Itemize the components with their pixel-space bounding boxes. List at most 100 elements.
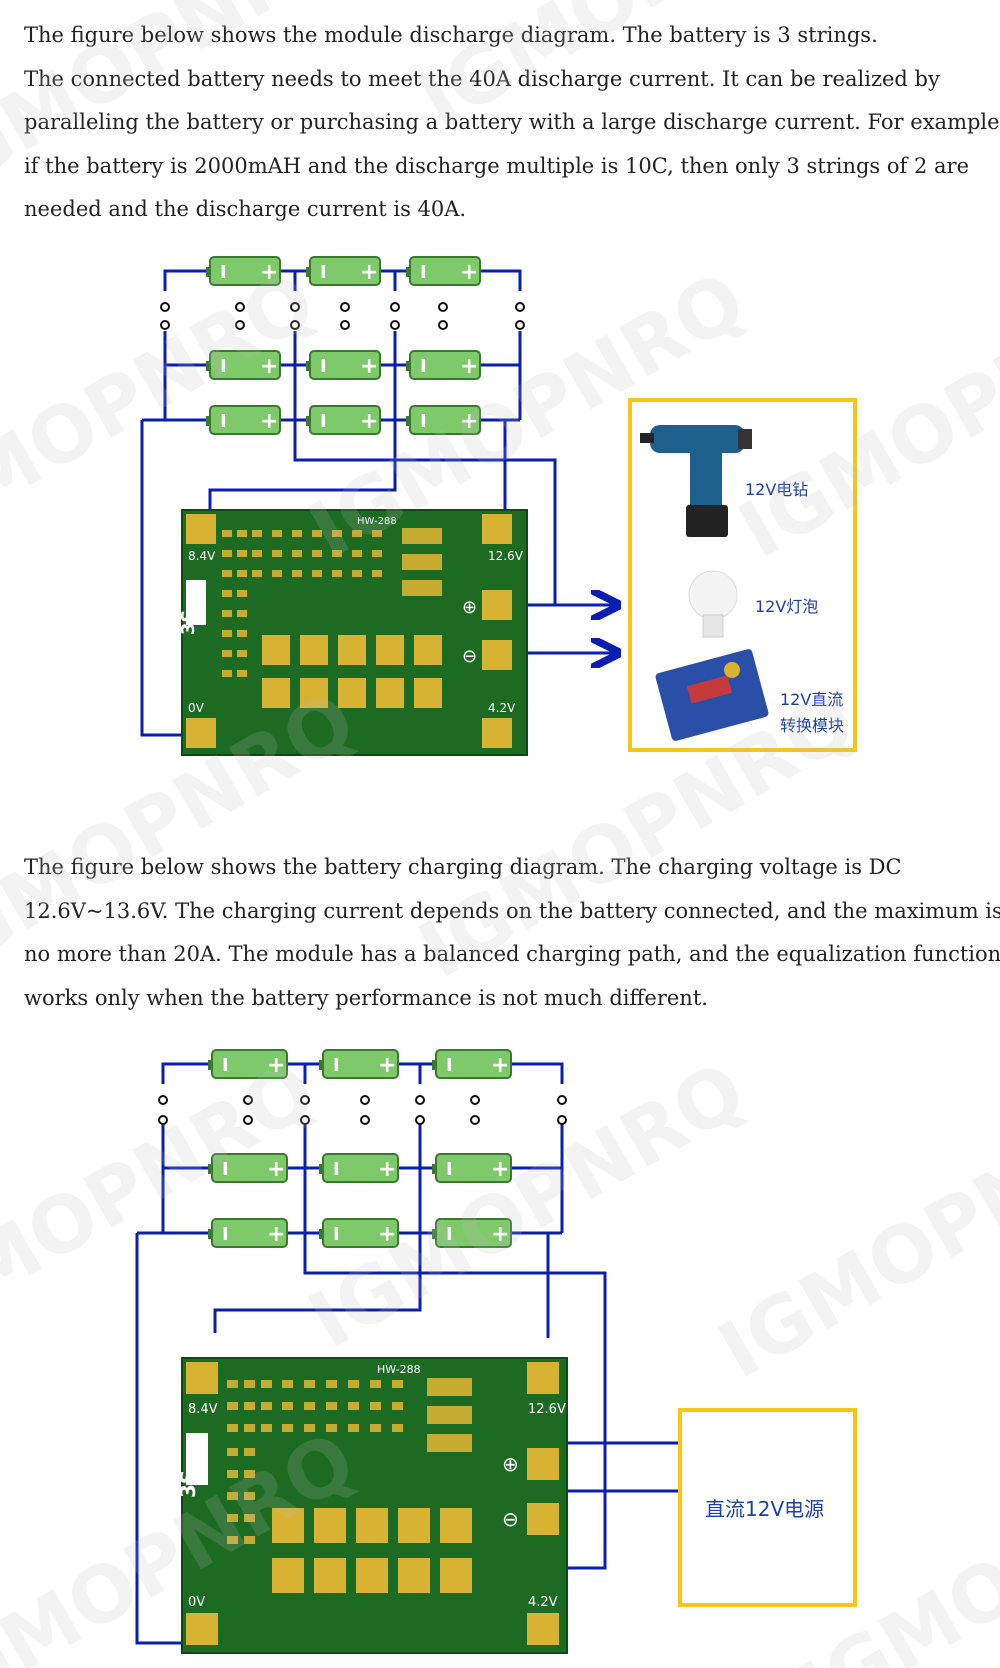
battery-minus-label: I xyxy=(333,1224,340,1245)
battery-minus-label: I xyxy=(420,356,427,377)
battery-minus-label: I xyxy=(320,411,327,432)
charge-line-4: works only when the battery performance … xyxy=(24,985,708,1010)
battery-cell: I+ xyxy=(208,1218,288,1248)
load-bulb-label: 12V灯泡 xyxy=(755,597,818,616)
board-0v-label: 0V xyxy=(188,701,205,715)
discharge-description: The figure below shows the module discha… xyxy=(24,14,1000,232)
battery-cell: I+ xyxy=(306,350,381,380)
charge-line-2: 12.6V~13.6V. The charging current depend… xyxy=(24,898,1000,923)
load-box: 12V电钻 12V灯泡 12V直流 转换模块 xyxy=(628,398,857,752)
load-converter-label-2: 转换模块 xyxy=(780,716,844,735)
battery-cell: I+ xyxy=(432,1153,512,1183)
battery-minus-label: I xyxy=(222,1055,229,1076)
battery-plus-label: + xyxy=(360,409,378,434)
battery-minus-label: I xyxy=(320,262,327,283)
charging-batteries: I+ I+ I+ I+ I+ I+ I+ I+ I+ xyxy=(208,1049,512,1248)
board-minus-symbol: ⊖ xyxy=(502,1507,519,1531)
discharge-line-5: needed and the discharge current is 40A. xyxy=(24,197,467,221)
discharge-diagram: I+ I+ I+ I+ I+ I+ I+ I+ I+ 3S HW-288 8 xyxy=(140,256,857,756)
battery-minus-label: I xyxy=(420,411,427,432)
battery-cell: I+ xyxy=(206,405,281,435)
battery-minus-label: I xyxy=(220,411,227,432)
battery-plus-label: + xyxy=(378,1053,396,1078)
discharge-wires xyxy=(140,269,615,737)
battery-cell: I+ xyxy=(432,1218,512,1248)
battery-cell: I+ xyxy=(406,350,481,380)
battery-plus-label: + xyxy=(260,354,278,379)
board-3s-label: 3S xyxy=(178,610,199,636)
power-supply-box: 直流12V电源 xyxy=(678,1408,857,1607)
board-84v-label: 8.4V xyxy=(188,1402,218,1417)
bulb-icon xyxy=(688,570,738,638)
battery-cell: I+ xyxy=(208,1049,288,1079)
discharge-batteries: I+ I+ I+ I+ I+ I+ I+ I+ I+ xyxy=(206,256,481,435)
battery-plus-label: + xyxy=(360,260,378,285)
board-126v-label: 12.6V xyxy=(488,549,524,563)
battery-plus-label: + xyxy=(491,1053,509,1078)
board-plus-symbol: ⊕ xyxy=(462,597,477,618)
battery-cell: I+ xyxy=(319,1049,399,1079)
board-plus-symbol: ⊕ xyxy=(502,1452,519,1476)
bms-board: 3S HW-288 8.4V 12.6V 0V 4.2V ⊕ ⊖ xyxy=(178,509,528,756)
battery-cell: I+ xyxy=(206,256,281,286)
battery-plus-label: + xyxy=(267,1053,285,1078)
board-126v-label: 12.6V xyxy=(528,1402,566,1417)
battery-cell: I+ xyxy=(206,350,281,380)
charge-line-3: no more than 20A. The module has a balan… xyxy=(24,942,1000,966)
board-model-label: HW-288 xyxy=(377,1363,421,1376)
battery-cell: I+ xyxy=(319,1153,399,1183)
battery-plus-label: + xyxy=(460,260,478,285)
board-42v-label: 4.2V xyxy=(528,1595,558,1610)
charging-terminal-dots xyxy=(158,1095,567,1125)
charging-diagram: I+ I+ I+ I+ I+ I+ I+ I+ I+ 3S HW-288 8.4… xyxy=(135,1049,857,1654)
bms-board: 3S HW-288 8.4V 12.6V 0V 4.2V ⊕ ⊖ xyxy=(176,1357,568,1654)
discharge-line-1: The figure below shows the module discha… xyxy=(24,23,878,47)
battery-plus-label: + xyxy=(378,1157,396,1182)
board-minus-symbol: ⊖ xyxy=(462,646,477,667)
battery-plus-label: + xyxy=(360,354,378,379)
converter-module-icon xyxy=(655,649,769,741)
load-drill-label: 12V电钻 xyxy=(745,480,808,499)
battery-plus-label: + xyxy=(267,1157,285,1182)
battery-minus-label: I xyxy=(446,1159,453,1180)
battery-cell: I+ xyxy=(406,256,481,286)
battery-plus-label: + xyxy=(260,409,278,434)
discharge-line-2: The connected battery needs to meet the … xyxy=(24,66,940,91)
battery-minus-label: I xyxy=(222,1224,229,1245)
battery-plus-label: + xyxy=(491,1222,509,1247)
battery-plus-label: + xyxy=(460,354,478,379)
battery-cell: I+ xyxy=(432,1049,512,1079)
battery-minus-label: I xyxy=(220,356,227,377)
battery-cell: I+ xyxy=(406,405,481,435)
battery-plus-label: + xyxy=(267,1222,285,1247)
board-0v-label: 0V xyxy=(188,1595,205,1610)
power-supply-label: 直流12V电源 xyxy=(705,1497,824,1521)
battery-plus-label: + xyxy=(378,1222,396,1247)
board-model-label: HW-288 xyxy=(357,516,397,527)
battery-minus-label: I xyxy=(220,262,227,283)
discharge-line-4: if the battery is 2000mAH and the discha… xyxy=(24,153,969,178)
discharge-line-3: paralleling the battery or purchasing a … xyxy=(24,110,1000,134)
battery-minus-label: I xyxy=(222,1159,229,1180)
battery-plus-label: + xyxy=(491,1157,509,1182)
battery-plus-label: + xyxy=(260,260,278,285)
battery-cell: I+ xyxy=(306,405,381,435)
battery-minus-label: I xyxy=(320,356,327,377)
charge-line-1: The figure below shows the battery charg… xyxy=(24,855,902,879)
battery-minus-label: I xyxy=(420,262,427,283)
battery-cell: I+ xyxy=(306,256,381,286)
charging-wires xyxy=(135,1062,680,1645)
board-3s-label: 3S xyxy=(176,1470,200,1498)
discharge-terminal-dots xyxy=(160,302,525,330)
charge-description: The figure below shows the battery charg… xyxy=(24,846,1000,1020)
battery-plus-label: + xyxy=(460,409,478,434)
battery-minus-label: I xyxy=(446,1224,453,1245)
battery-minus-label: I xyxy=(333,1159,340,1180)
board-84v-label: 8.4V xyxy=(188,549,216,563)
board-42v-label: 4.2V xyxy=(488,701,516,715)
load-converter-label-1: 12V直流 xyxy=(780,690,843,709)
battery-minus-label: I xyxy=(333,1055,340,1076)
battery-cell: I+ xyxy=(319,1218,399,1248)
drill-icon xyxy=(640,425,752,537)
battery-minus-label: I xyxy=(446,1055,453,1076)
